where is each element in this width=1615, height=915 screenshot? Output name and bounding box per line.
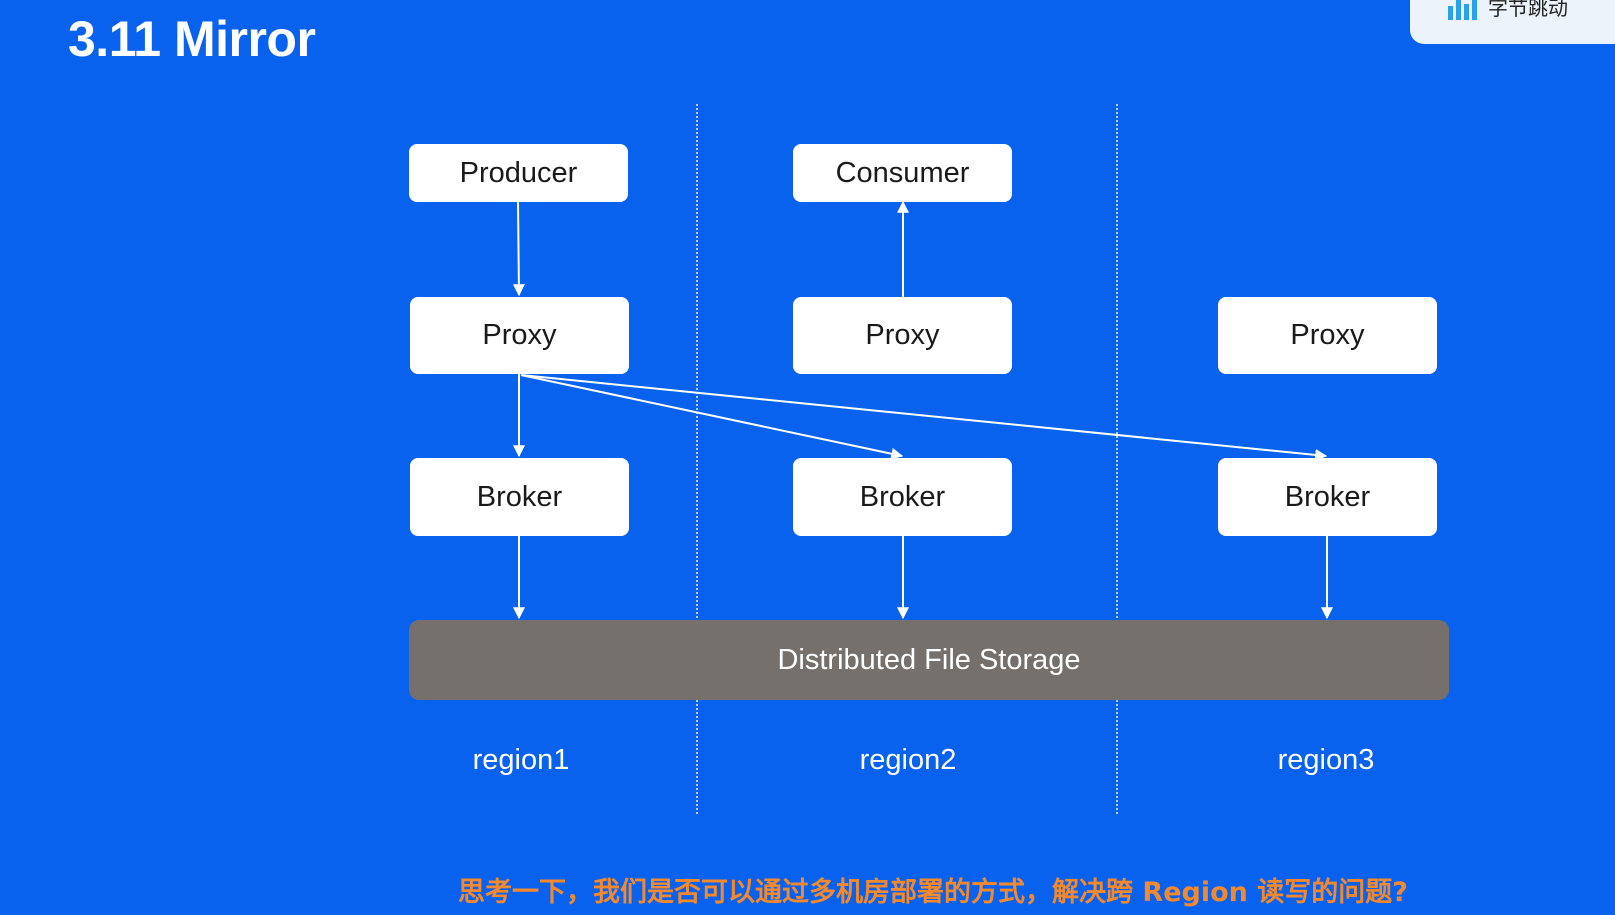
producer-box: Producer bbox=[409, 144, 628, 202]
proxy-box-region1: Proxy bbox=[410, 297, 629, 374]
broker-box-region1: Broker bbox=[410, 458, 629, 536]
arrow-producer-to-proxy bbox=[512, 201, 525, 297]
slide-title: 3.11 Mirror bbox=[68, 11, 316, 67]
bytedance-logo-icon bbox=[1448, 0, 1477, 20]
distributed-file-storage: Distributed File Storage bbox=[409, 620, 1449, 700]
region-label-3: region3 bbox=[1277, 744, 1375, 776]
question-subtitle: 思考一下，我们是否可以通过多机房部署的方式，解决跨 Region 读写的问题? bbox=[458, 877, 1408, 908]
proxy-box-region3: Proxy bbox=[1218, 297, 1437, 374]
arrow-proxy-to-broker-3 bbox=[520, 374, 1328, 461]
region-divider-2 bbox=[1116, 104, 1118, 814]
proxy-box-region2: Proxy bbox=[793, 297, 1012, 374]
consumer-box: Consumer bbox=[793, 144, 1012, 202]
region-divider-1 bbox=[696, 104, 698, 814]
broker-box-region2: Broker bbox=[793, 458, 1012, 536]
arrow-proxy-to-broker-2 bbox=[520, 374, 904, 460]
logo-tab: 字节跳动 bbox=[1410, 0, 1615, 44]
region-label-1: region1 bbox=[472, 744, 570, 776]
broker-box-region3: Broker bbox=[1218, 458, 1437, 536]
region-label-2: region2 bbox=[859, 744, 957, 776]
logo-text: 字节跳动 bbox=[1488, 0, 1568, 20]
